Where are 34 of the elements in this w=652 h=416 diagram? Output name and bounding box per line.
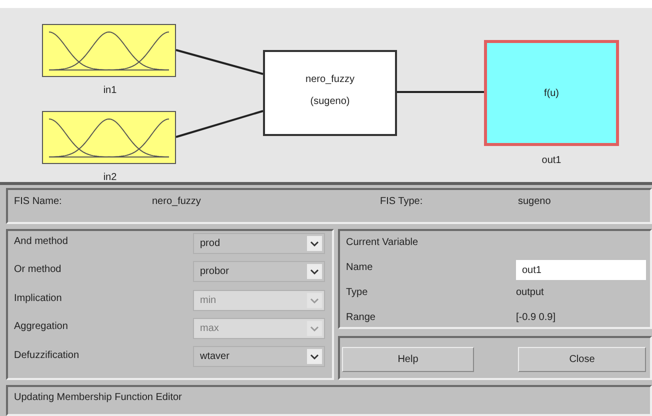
- variable-name: in2: [102, 172, 118, 183]
- dropdown: max: [193, 318, 325, 339]
- dropdown: wtaver: [193, 346, 325, 367]
- dropdown: min: [193, 290, 325, 311]
- field-label: FIS Type:: [380, 196, 423, 207]
- input-field: out1: [516, 260, 646, 280]
- field-label: Implication: [14, 293, 62, 304]
- field-label: Name: [346, 262, 373, 273]
- dropdown: probor: [193, 261, 325, 282]
- dropdown: prod: [193, 233, 325, 254]
- field-label: Aggregation: [14, 321, 68, 332]
- connector-line: [176, 49, 264, 75]
- section-heading: Current Variable: [346, 237, 418, 248]
- field-label: Or method: [14, 264, 62, 275]
- field-label: Type: [346, 287, 368, 298]
- close-button: Close: [518, 347, 646, 372]
- field-value: sugeno: [518, 196, 551, 207]
- field-value: [-0.9 0.9]: [516, 312, 556, 323]
- field-value: output: [516, 287, 544, 298]
- field-value: nero_fuzzy: [152, 196, 201, 207]
- variable-name: out1: [540, 155, 562, 166]
- help-button: Help: [342, 347, 474, 372]
- field-label: FIS Name:: [14, 196, 62, 207]
- system-type: (sugeno): [309, 96, 351, 107]
- field-label: Defuzzification: [14, 350, 80, 361]
- status-message: Updating Membership Function Editor: [14, 392, 182, 403]
- field-label: And method: [14, 236, 68, 247]
- fis-system-box: [263, 50, 397, 136]
- connector-line: [397, 91, 484, 93]
- variable-name: in1: [102, 85, 118, 96]
- field-label: Range: [346, 312, 376, 323]
- system-name: nero_fuzzy: [304, 74, 356, 85]
- connector-line: [176, 110, 264, 138]
- output-function: f(u): [543, 88, 560, 99]
